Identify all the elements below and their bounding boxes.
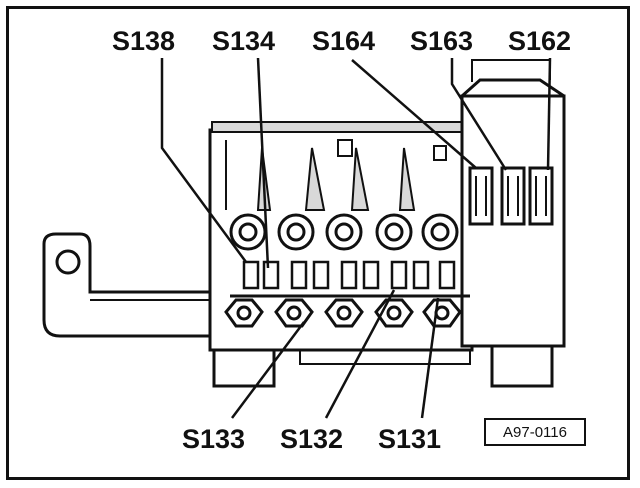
- leader-lines: [160, 57, 552, 419]
- label-s138: S138: [112, 26, 176, 56]
- label-s164: S164: [312, 26, 376, 56]
- fuse-links: [230, 260, 470, 298]
- label-s163: S163: [410, 26, 474, 56]
- reference-code: A97-0116: [484, 418, 586, 446]
- label-s131: S131: [378, 424, 442, 454]
- label-s132: S132: [280, 424, 344, 454]
- label-s134: S134: [212, 26, 276, 56]
- ring-terminal-icon: [42, 232, 216, 338]
- fuse-icon: [468, 166, 554, 226]
- fuse-strip-icon: [225, 139, 447, 211]
- label-s133: S133: [182, 424, 246, 454]
- label-s162: S162: [508, 26, 572, 56]
- upper-bolts: [229, 213, 459, 251]
- lower-nuts: [224, 298, 462, 328]
